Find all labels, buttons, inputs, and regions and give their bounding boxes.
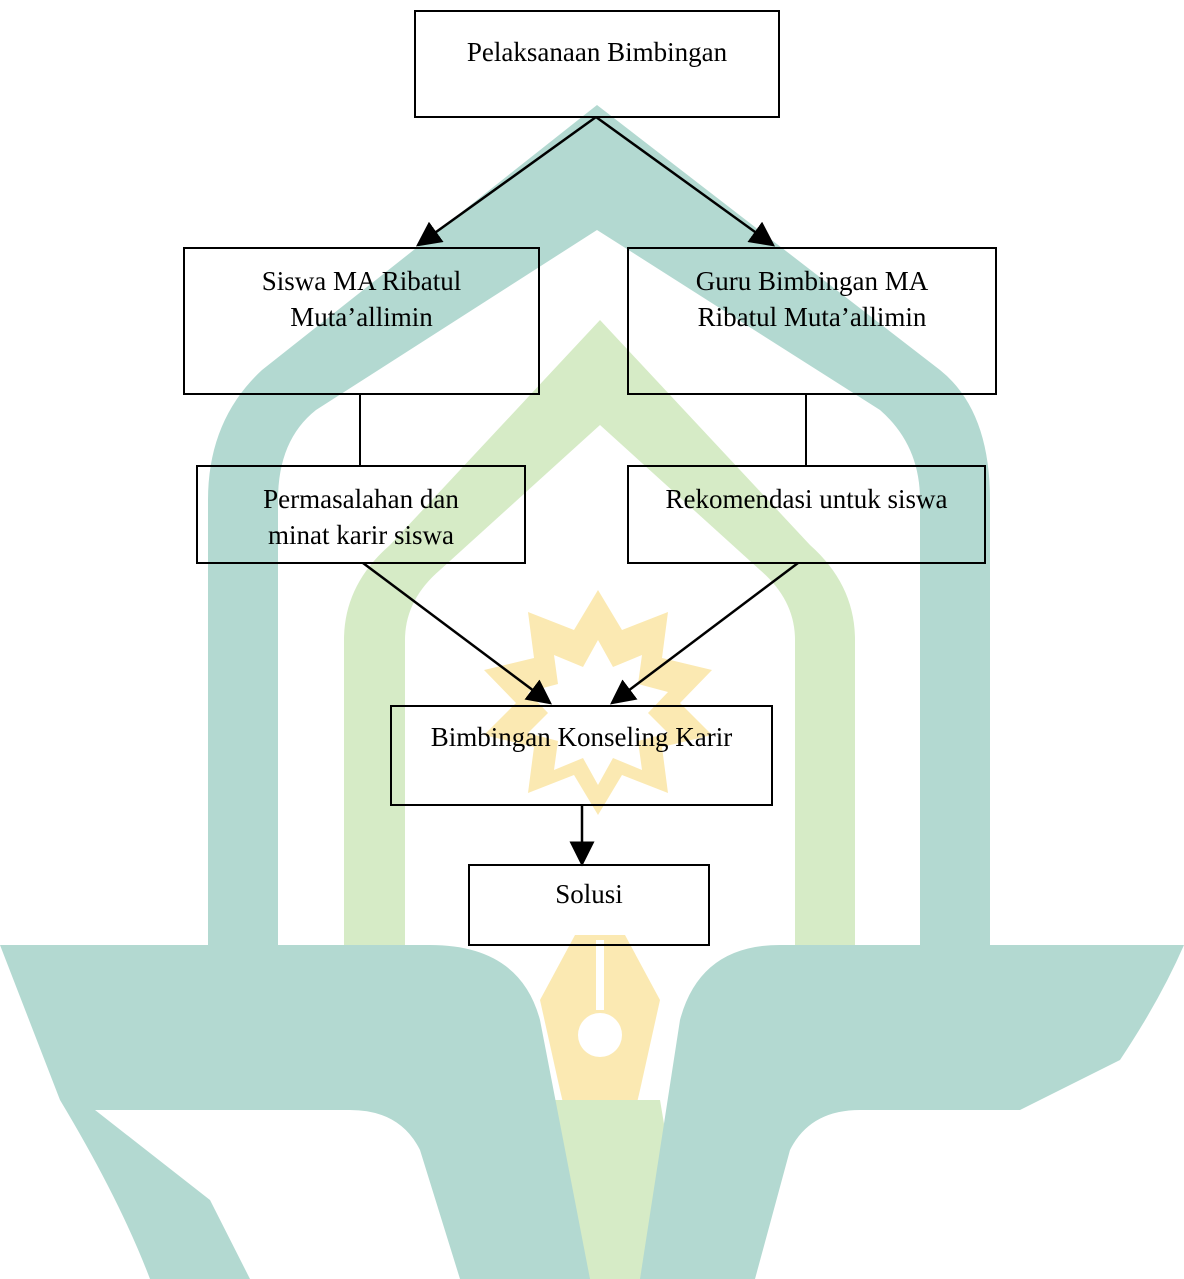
node-label: minat karir siswa [268,520,454,550]
node-label: Bimbingan Konseling Karir [430,722,733,752]
node-label: Rekomendasi untuk siswa [665,484,948,514]
node-label: Ribatul Muta’allimin [697,302,927,332]
node-label: Solusi [555,879,623,909]
node-pelaksanaan-bimbingan: Pelaksanaan Bimbingan [414,10,780,118]
node-guru-bimbingan: Guru Bimbingan MA Ribatul Muta’allimin [627,247,997,395]
watermark-pen-slit [596,940,604,1010]
watermark-right-wing [640,945,1184,1279]
watermark-pen-hole [578,1013,622,1057]
node-rekomendasi: Rekomendasi untuk siswa [627,465,986,564]
node-permasalahan: Permasalahan dan minat karir siswa [196,465,526,564]
node-label: Permasalahan dan [263,484,459,514]
watermark-inner-arch [344,320,855,1000]
node-siswa: Siswa MA Ribatul Muta’allimin [183,247,540,395]
watermark-left-wing [0,945,590,1279]
node-solusi: Solusi [468,864,710,946]
watermark-outer-arch [208,105,990,945]
node-label: Guru Bimbingan MA [695,266,929,296]
node-label: Siswa MA Ribatul [261,266,462,296]
watermark-pen-nib [540,935,660,1260]
node-label: Muta’allimin [290,302,433,332]
node-bimbingan-konseling-karir: Bimbingan Konseling Karir [390,705,773,806]
node-label: Pelaksanaan Bimbingan [466,37,728,67]
